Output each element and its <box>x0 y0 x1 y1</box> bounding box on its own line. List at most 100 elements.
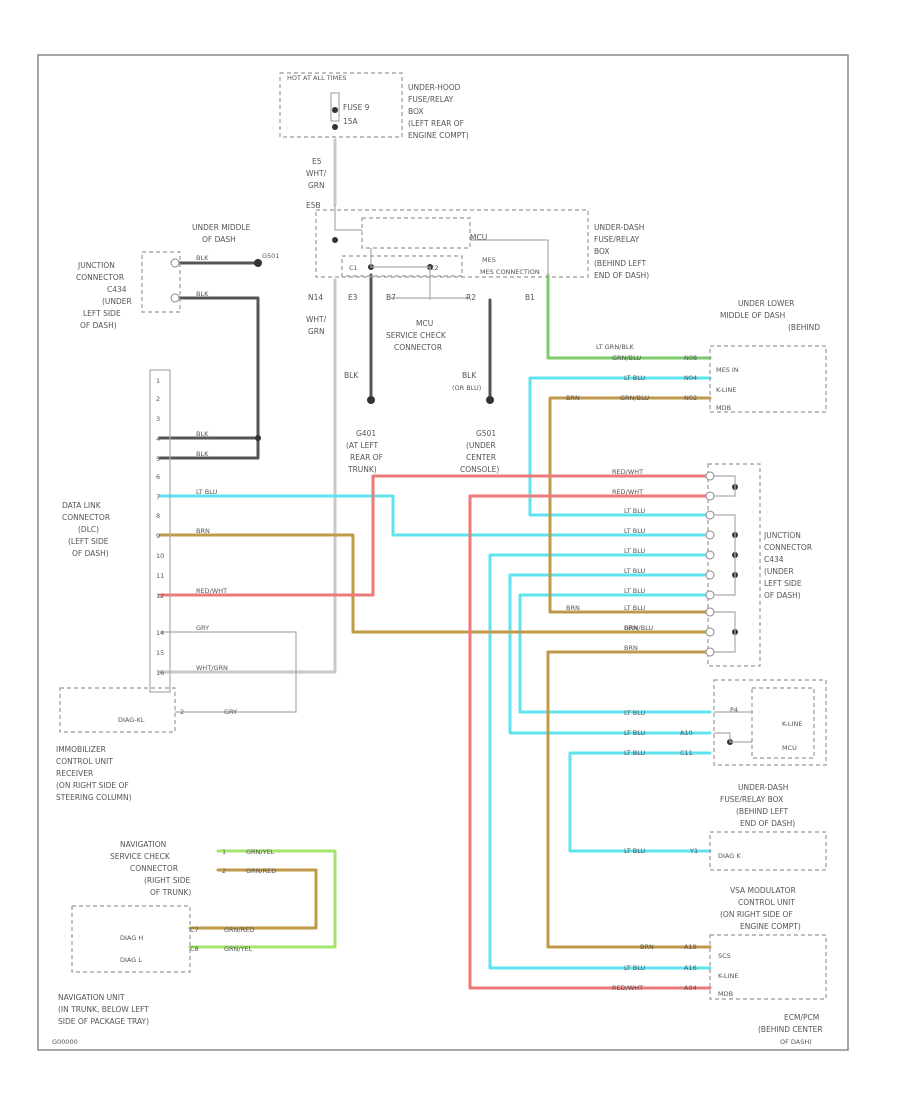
pin-name: MES IN <box>716 366 739 374</box>
connector-pin <box>705 647 715 657</box>
wire-label: WHT/GRN <box>196 664 228 672</box>
mcu-right-labels: K-LINE MCU P4 LT BLU LT BLU A10 LT BLU C… <box>624 706 802 757</box>
splice-dot <box>255 435 261 441</box>
junction-bus-1 <box>714 475 736 497</box>
g501-line: G501 <box>476 429 496 438</box>
junction-wire-label: BRN <box>624 644 638 652</box>
underdash-right-line: FUSE/RELAY BOX <box>720 795 783 804</box>
vsa-line: CONTROL UNIT <box>738 898 795 907</box>
wire-brn-vsa-scs <box>546 650 712 949</box>
navi-check-line: NAVIGATION <box>120 840 166 849</box>
diagram-frame <box>37 54 849 1051</box>
pin-label: N08 <box>684 354 697 362</box>
splice-dot <box>332 124 338 130</box>
junction-wire-label: LT BLU <box>624 604 646 612</box>
connector-pin <box>705 491 715 501</box>
junction-wire-label: BRN <box>624 624 638 632</box>
connector-pin <box>705 627 715 637</box>
wire-label: GRY <box>224 708 237 716</box>
junction-wire-label: LT BLU <box>624 567 646 575</box>
pin-label: A16 <box>684 964 697 972</box>
mcu-internal-line <box>334 205 362 231</box>
mcu-internal <box>361 217 471 249</box>
dlc-pin-number: 1 <box>156 377 160 385</box>
wire-ltblu-mcu-kline <box>518 593 712 714</box>
immobilizer-line: IMMOBILIZER <box>56 745 106 754</box>
g501-line: CENTER <box>466 453 496 462</box>
immobilizer-labels: DIAG-KL 2 GRY IMMOBILIZER CONTROL UNIT R… <box>56 708 237 802</box>
dlc-pin-number: 14 <box>156 629 164 637</box>
junction-line: CONNECTOR <box>76 273 124 282</box>
underhood-fuse-box <box>279 72 403 138</box>
figure-id: G00000 <box>52 1038 78 1046</box>
navi-unit-line: NAVIGATION UNIT <box>58 993 125 1002</box>
pin-name: MDB <box>718 990 733 998</box>
pin-name: SCS <box>718 952 731 960</box>
immobilizer-box <box>59 687 176 733</box>
underdash-fuse-box-top <box>315 209 589 278</box>
navi-check-line: (RIGHT SIDE <box>144 876 191 885</box>
fuse-amp: 15A <box>343 117 359 126</box>
wire-label: LT BLU <box>624 374 646 382</box>
pin-label: N02 <box>684 394 697 402</box>
dlc-pin-number: 4 <box>156 435 160 443</box>
ground-dot-g501 <box>486 396 494 404</box>
wire-label: LT BLU <box>624 729 646 737</box>
dlc-pin-number: 15 <box>156 649 164 657</box>
underhood-line: UNDER-HOOD <box>408 83 461 92</box>
connector-pin <box>705 471 715 481</box>
underdash-line: FUSE/RELAY <box>594 235 640 244</box>
pin-label: C2 <box>430 264 439 272</box>
vsa-labels: VSA MODULATOR CONTROL UNIT (ON RIGHT SID… <box>612 886 801 998</box>
diag-label: DIAG K <box>718 852 741 860</box>
pin-name: MCU <box>782 744 797 752</box>
wire-brn-dlc9 <box>158 533 712 634</box>
navi-check-line: CONNECTOR <box>130 864 178 873</box>
wire-ltblu-mcu-p4 <box>508 573 712 735</box>
g401-line: TRUNK) <box>347 465 377 474</box>
diag-label: DIAG-KL <box>118 716 145 724</box>
wire-label: GRN/RED <box>246 867 276 875</box>
junction-line: JUNCTION <box>77 261 115 270</box>
junction-line: LEFT SIDE <box>83 309 121 318</box>
pin-label: A10 <box>680 729 693 737</box>
immobilizer-line: (ON RIGHT SIDE OF <box>56 781 129 790</box>
underdash-top-labels: MCU MES MES CONNECTION C1 C2 UNDER-DASH … <box>349 223 649 280</box>
wire-label: BLK <box>196 430 209 438</box>
wire-label: LT GRN/BLK <box>596 343 634 351</box>
connector-pin <box>705 530 715 540</box>
mes-connection-1: MES <box>482 256 496 264</box>
wire-label: GRN/YEL <box>224 945 253 953</box>
dlc-line: (DLC) <box>78 525 99 534</box>
wire-code: B1 <box>525 293 535 302</box>
wire-code: N14 <box>308 293 323 302</box>
wire-code: R2 <box>466 293 476 302</box>
pin-label: C8 <box>190 945 199 953</box>
pin-label: A19 <box>684 943 697 951</box>
underdash-line: BOX <box>594 247 610 256</box>
dlc-line: CONNECTOR <box>62 513 110 522</box>
wire-code: E3 <box>348 293 358 302</box>
wire-label: GRN/YEL <box>246 848 275 856</box>
connector-pin <box>705 550 715 560</box>
wire-gry-dlc14 <box>160 631 297 713</box>
top-fuse-labels: HOT AT ALL TIMES FUSE 9 15A UNDER-HOOD F… <box>287 74 469 210</box>
g401-line: REAR OF <box>350 453 383 462</box>
connector-pin <box>705 590 715 600</box>
underdash-line: END OF DASH) <box>594 271 649 280</box>
wire-label: GRY <box>196 624 209 632</box>
connector-pin <box>705 570 715 580</box>
pin-label: C11 <box>680 749 693 757</box>
junction-line: OF DASH) <box>80 321 117 330</box>
wire-label: BLK <box>196 450 209 458</box>
under-middle-line: UNDER MIDDLE <box>192 223 251 232</box>
mcu-terminal-row <box>341 255 463 277</box>
pin-label: N04 <box>684 374 697 382</box>
underdash-right-labels: UNDER-DASH FUSE/RELAY BOX (BEHIND LEFT E… <box>624 783 795 860</box>
wire-label: BRN <box>196 527 210 535</box>
connector-pin <box>705 607 715 617</box>
pin-name: K-LINE <box>718 972 738 980</box>
underhood-line: BOX <box>408 107 424 116</box>
